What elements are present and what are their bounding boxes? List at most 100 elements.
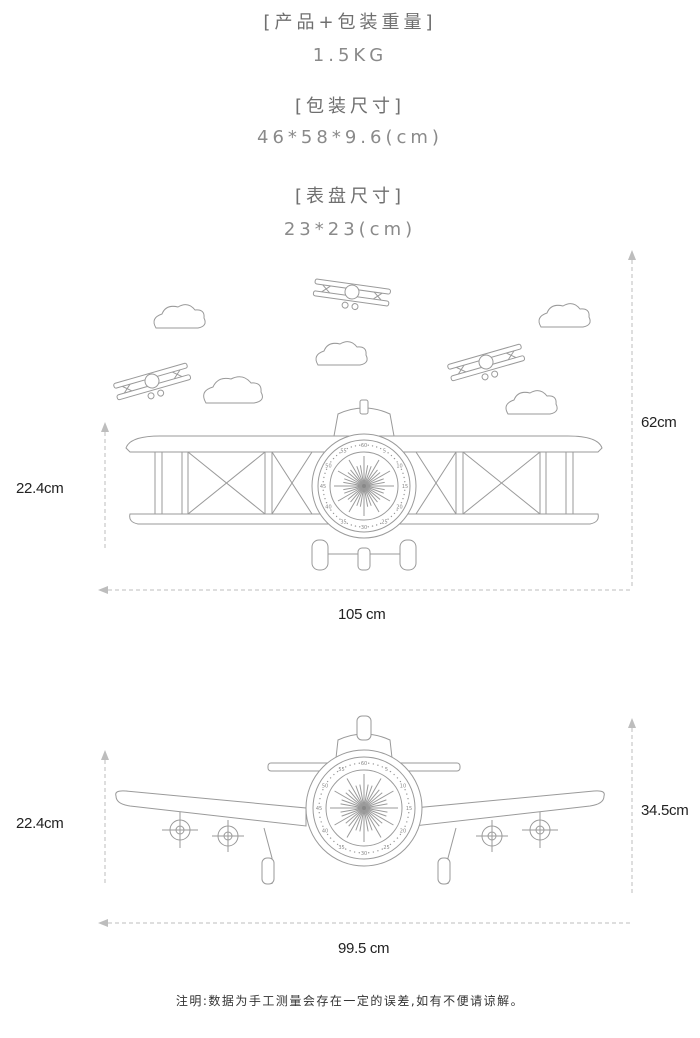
dial-dot xyxy=(336,843,339,846)
dial-dot xyxy=(371,445,374,447)
dial-ray xyxy=(363,465,369,487)
dial-ray xyxy=(337,485,365,502)
top-height-body-label: 22.4cm xyxy=(16,480,64,497)
dial-ray xyxy=(355,807,365,831)
dial-dot xyxy=(399,780,402,783)
dial-dot xyxy=(318,812,320,814)
dial-dot xyxy=(387,518,389,520)
dial-ray xyxy=(348,789,365,809)
dial-ray xyxy=(350,469,365,487)
dial-ray xyxy=(363,459,380,487)
dial-ray xyxy=(356,466,365,487)
dial-ray xyxy=(363,807,394,826)
dial-dot xyxy=(367,526,369,528)
dial-dot xyxy=(359,526,361,528)
dial-dot xyxy=(329,837,332,839)
dial-number: 45 xyxy=(316,806,322,812)
dial-dot xyxy=(389,770,392,773)
dial-ray xyxy=(337,470,365,487)
small-biplane-icon xyxy=(447,343,526,382)
dial-ray xyxy=(341,807,365,817)
dial-ray xyxy=(345,807,365,824)
dial-dot xyxy=(329,777,332,779)
dial-dot xyxy=(359,444,361,446)
dial-dot xyxy=(319,816,321,819)
dial-ray xyxy=(341,799,365,809)
dial-ray xyxy=(343,481,365,487)
dial-dot xyxy=(368,762,370,764)
dial-dot xyxy=(324,497,326,500)
dial-ray xyxy=(348,485,365,513)
package-size-label: [包装尺寸] xyxy=(294,96,406,117)
dial-dot xyxy=(396,509,398,511)
dial-ray xyxy=(363,784,369,809)
cloud-icon xyxy=(538,303,591,328)
dial-dot xyxy=(333,840,335,843)
small-biplane-icon xyxy=(113,362,192,401)
dial-ray xyxy=(363,478,384,487)
dial-dot xyxy=(393,773,395,776)
dial-dot xyxy=(402,497,404,500)
dial-dot xyxy=(335,454,338,457)
cloud-icon xyxy=(505,390,558,415)
dial-dot xyxy=(322,489,324,491)
dial-number: 35 xyxy=(340,520,346,526)
dial-dot xyxy=(330,461,332,463)
dial-number: 20 xyxy=(396,505,402,511)
dial-ray xyxy=(334,790,365,809)
dial-dot xyxy=(387,452,389,454)
dial-dot xyxy=(332,457,335,460)
dial-dot xyxy=(379,447,382,450)
dial-dot xyxy=(393,512,396,515)
dial-ray xyxy=(363,485,369,507)
dial-number: 35 xyxy=(338,845,344,851)
dial-dot xyxy=(339,518,341,520)
dial-ray xyxy=(363,472,381,487)
dial-number: 60 xyxy=(361,443,367,449)
dial-ray xyxy=(363,481,385,487)
bottom-dimension-guides xyxy=(98,718,636,927)
dial-dot xyxy=(375,446,378,448)
dial-ray xyxy=(363,807,388,813)
dial-dot xyxy=(346,522,349,525)
dial-ray xyxy=(359,485,365,507)
dial-ray xyxy=(347,485,365,500)
cloud-icon xyxy=(315,341,368,366)
dial-number: 60 xyxy=(361,761,367,767)
dial-ray xyxy=(363,466,372,487)
dial-number: 10 xyxy=(396,464,402,470)
dial-ray xyxy=(363,807,383,824)
dial-dot xyxy=(396,461,398,463)
dial-dot xyxy=(319,797,321,800)
dial-ray xyxy=(363,485,380,513)
weight-value: 1.5KG xyxy=(312,45,388,66)
dial-number: 50 xyxy=(325,464,331,470)
dial-ray xyxy=(363,785,373,809)
dial-dot xyxy=(393,840,395,843)
dial-number: 25 xyxy=(381,520,387,526)
dial-ray xyxy=(363,485,385,491)
dial-dot xyxy=(322,481,324,483)
dial-dot xyxy=(404,481,406,483)
dial-ray xyxy=(363,799,387,809)
dial-dot xyxy=(406,793,408,795)
dial-dot xyxy=(407,797,409,800)
dial-dot xyxy=(402,472,404,475)
dial-dot xyxy=(389,843,392,846)
dial-dot xyxy=(381,848,384,850)
dial-dot xyxy=(349,764,351,766)
dial-dot xyxy=(332,512,335,515)
dial-dot xyxy=(325,468,328,471)
dial-number: 55 xyxy=(340,448,346,454)
dial-dot xyxy=(354,445,357,447)
dial-ray xyxy=(344,485,365,494)
dial-ray xyxy=(363,778,382,809)
dial-dot xyxy=(318,802,320,804)
cloud-icon xyxy=(153,304,206,329)
dial-ray xyxy=(363,790,394,809)
bottom-height-body-label: 22.4cm xyxy=(16,815,64,832)
dial-dot xyxy=(371,525,374,527)
dial-ray xyxy=(363,485,372,506)
dial-dot xyxy=(354,525,357,527)
